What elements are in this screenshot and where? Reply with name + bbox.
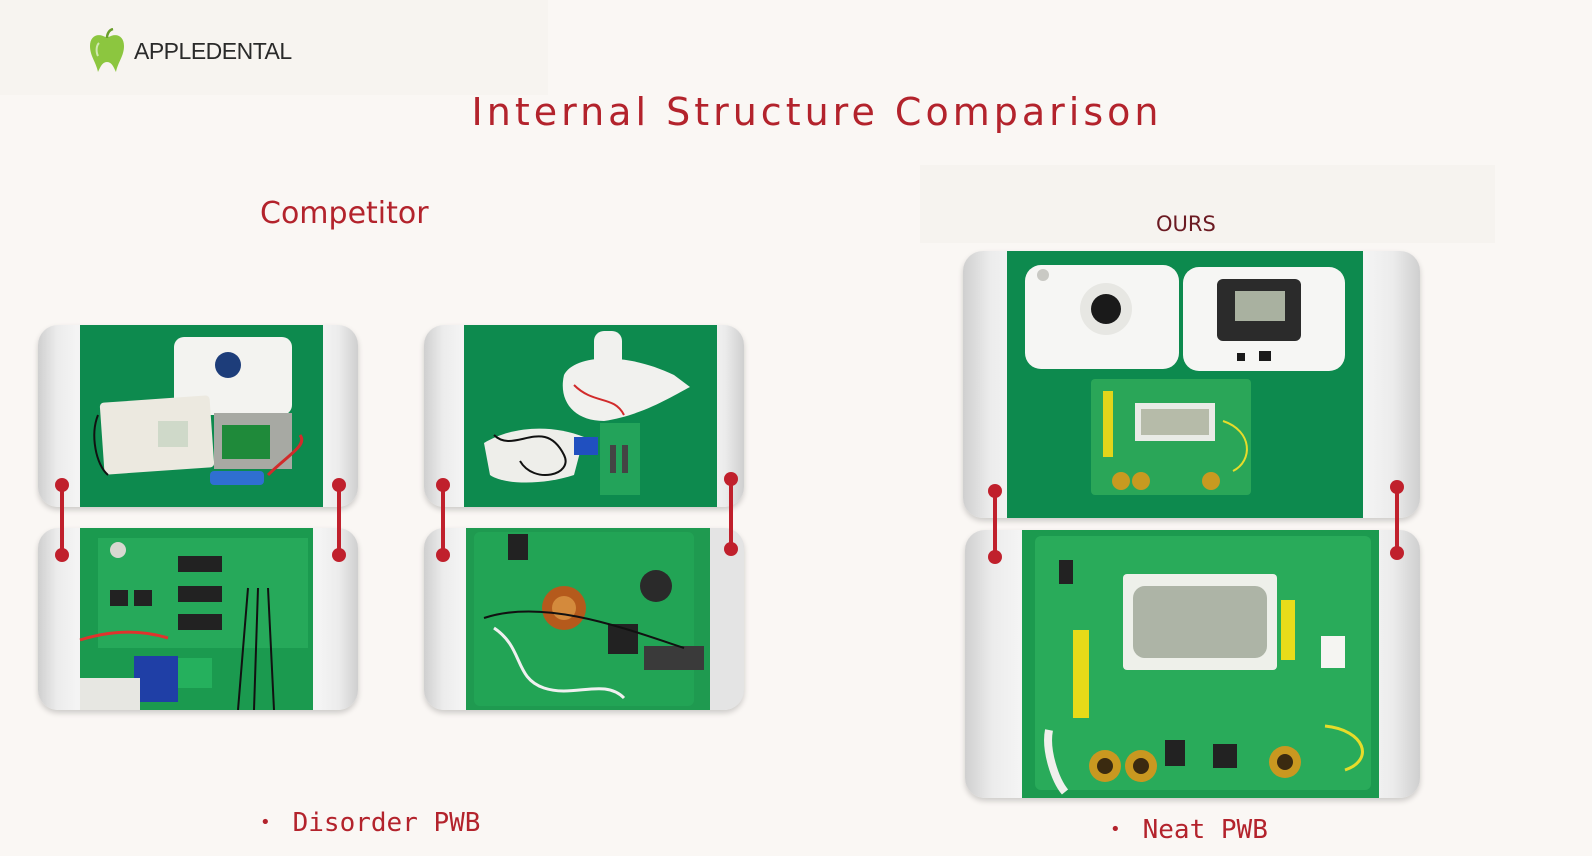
competitor-photo-1-open-housing <box>38 325 358 507</box>
bullet-dot: • <box>260 812 271 833</box>
competitor-point-text: Disorder PWB <box>292 808 481 838</box>
ours-connector-right <box>1390 480 1404 560</box>
ours-label: OURS <box>1156 212 1216 236</box>
ours-photo-board-closeup <box>965 530 1420 798</box>
competitor-photo-2-open-housing <box>424 325 744 507</box>
competitor-connector-2-left <box>436 478 450 562</box>
page-title: Internal Structure Comparison <box>471 90 1163 134</box>
ours-label-panel <box>920 165 1495 243</box>
competitor-point: • Disorder PWB <box>260 808 480 838</box>
apple-tooth-icon <box>90 28 124 72</box>
competitor-connector-1-left <box>55 478 69 562</box>
competitor-label: Competitor <box>260 196 429 231</box>
ours-point-text: Neat PWB <box>1142 815 1268 845</box>
brand-logo: APPLEDENTAL <box>88 28 292 74</box>
brand-name: APPLEDENTAL <box>134 37 292 64</box>
ours-photo-housings <box>963 251 1420 518</box>
competitor-connector-1-right <box>332 478 346 562</box>
competitor-connector-2-right <box>724 472 738 556</box>
ours-point: • Neat PWB <box>1110 815 1268 845</box>
ours-connector-left <box>988 484 1002 564</box>
competitor-photo-2-board-closeup <box>424 528 744 710</box>
bullet-dot: • <box>1110 819 1121 840</box>
competitor-photo-1-board-closeup <box>38 528 358 710</box>
